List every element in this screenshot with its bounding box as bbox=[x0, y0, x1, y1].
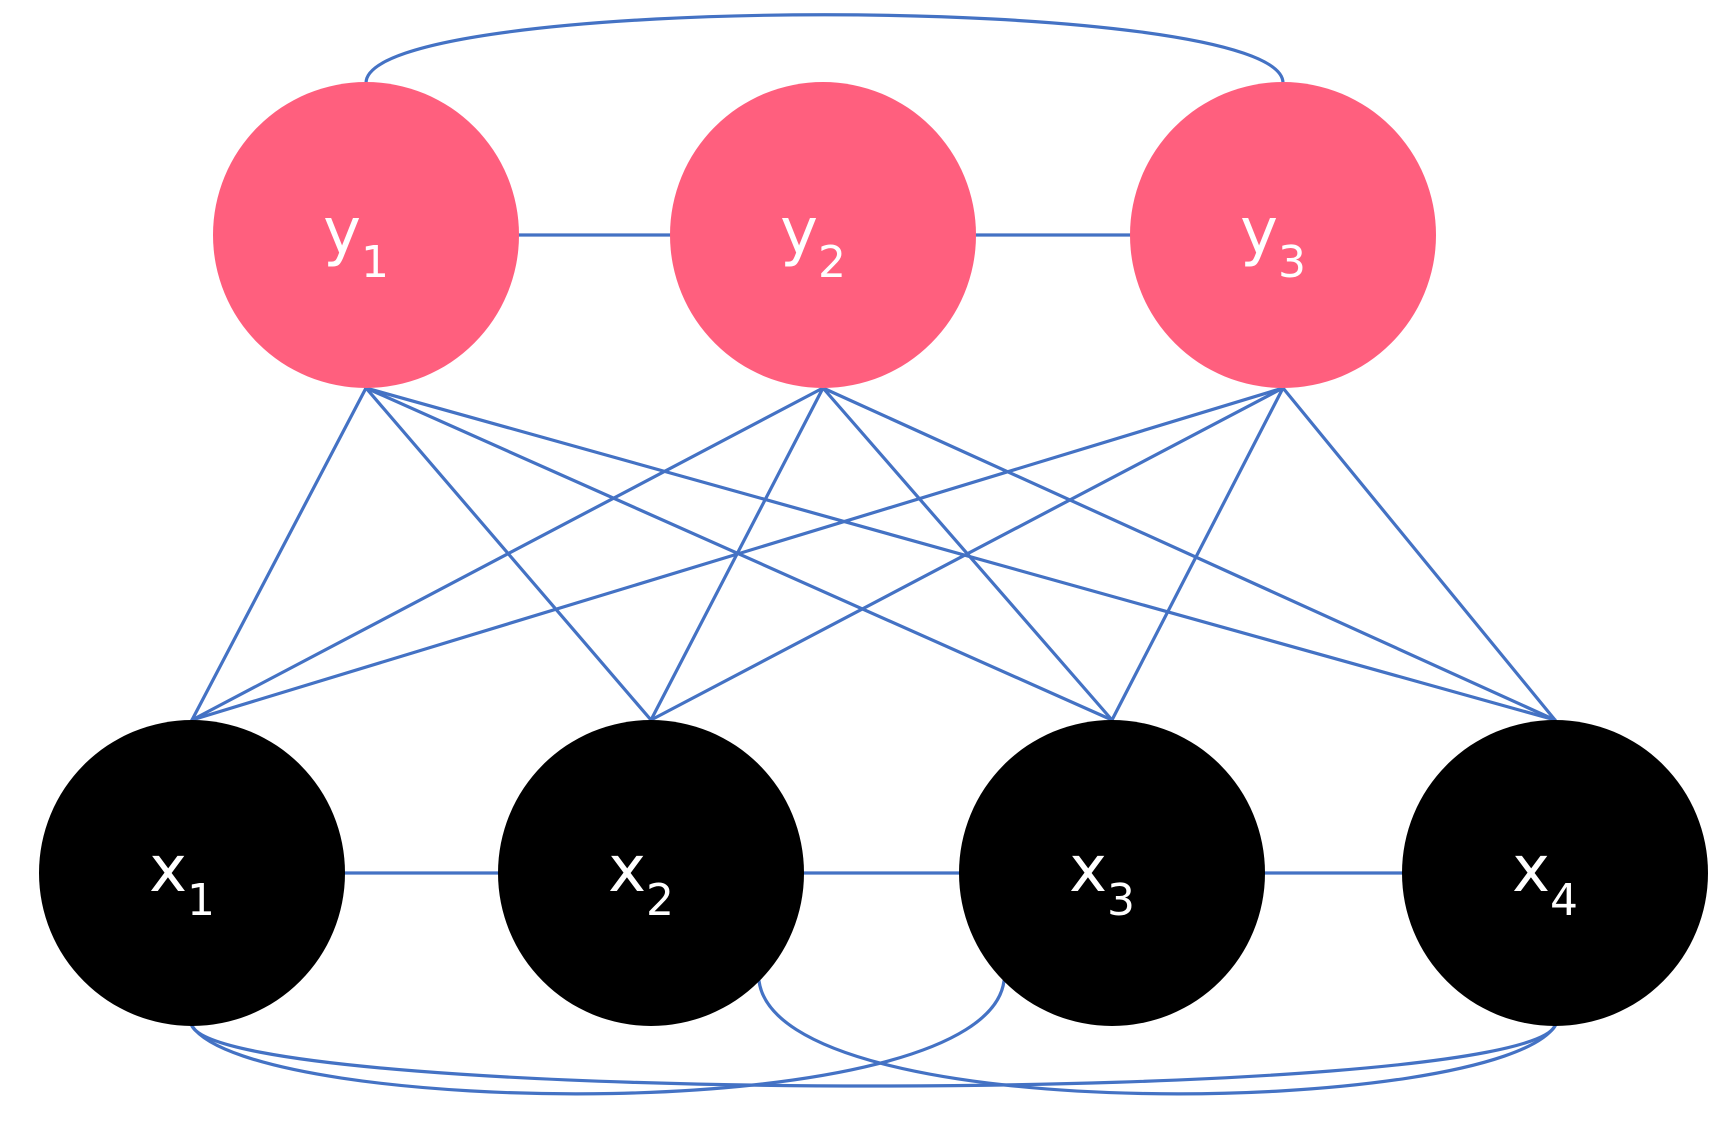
node-x1: x1 bbox=[39, 720, 345, 1026]
edge-y3-x2 bbox=[649, 386, 1285, 722]
edge-y2-x1 bbox=[190, 386, 825, 722]
node-y1: y1 bbox=[213, 82, 519, 388]
edge-y3-x1 bbox=[190, 386, 1285, 722]
node-x2: x2 bbox=[498, 720, 804, 1026]
node-label-x3: x3 bbox=[1069, 833, 1135, 926]
node-label-base: y bbox=[323, 195, 361, 269]
edge-x1-x3 bbox=[190, 979, 1006, 1096]
node-circle-x4 bbox=[1402, 720, 1708, 1026]
node-label-subscript: 3 bbox=[1278, 237, 1306, 288]
node-label-y2: y2 bbox=[780, 195, 846, 288]
node-label-x2: x2 bbox=[608, 833, 674, 926]
node-y2: y2 bbox=[670, 82, 976, 388]
edge-y1-x1 bbox=[190, 386, 368, 722]
node-label-subscript: 4 bbox=[1550, 875, 1578, 926]
edge-y1-x4 bbox=[364, 386, 1557, 722]
edge-y1-y3 bbox=[364, 13, 1285, 85]
edge-x2-x4 bbox=[757, 979, 1557, 1096]
edge-y3-x3 bbox=[1110, 386, 1285, 722]
node-label-x1: x1 bbox=[149, 833, 215, 926]
node-label-base: y bbox=[780, 195, 818, 269]
node-label-subscript: 1 bbox=[361, 237, 389, 288]
node-label-base: x bbox=[608, 833, 646, 907]
edge-x1-x4 bbox=[190, 1024, 1557, 1088]
node-circle-y2 bbox=[670, 82, 976, 388]
node-label-subscript: 2 bbox=[818, 237, 846, 288]
edges-layer bbox=[190, 13, 1557, 1096]
node-label-subscript: 1 bbox=[187, 875, 215, 926]
node-circle-x1 bbox=[39, 720, 345, 1026]
node-circle-y3 bbox=[1130, 82, 1436, 388]
node-label-base: x bbox=[149, 833, 187, 907]
node-label-base: y bbox=[1240, 195, 1278, 269]
node-label-subscript: 3 bbox=[1107, 875, 1135, 926]
node-label-x4: x4 bbox=[1512, 833, 1578, 926]
node-label-base: x bbox=[1512, 833, 1550, 907]
node-x3: x3 bbox=[959, 720, 1265, 1026]
node-circle-y1 bbox=[213, 82, 519, 388]
node-y3: y3 bbox=[1130, 82, 1436, 388]
node-x4: x4 bbox=[1402, 720, 1708, 1026]
node-label-y1: y1 bbox=[323, 195, 389, 288]
edge-y2-x4 bbox=[821, 386, 1557, 722]
node-circle-x2 bbox=[498, 720, 804, 1026]
node-label-subscript: 2 bbox=[646, 875, 674, 926]
edge-y3-x4 bbox=[1281, 386, 1557, 722]
node-label-y3: y3 bbox=[1240, 195, 1306, 288]
node-circle-x3 bbox=[959, 720, 1265, 1026]
node-label-base: x bbox=[1069, 833, 1107, 907]
